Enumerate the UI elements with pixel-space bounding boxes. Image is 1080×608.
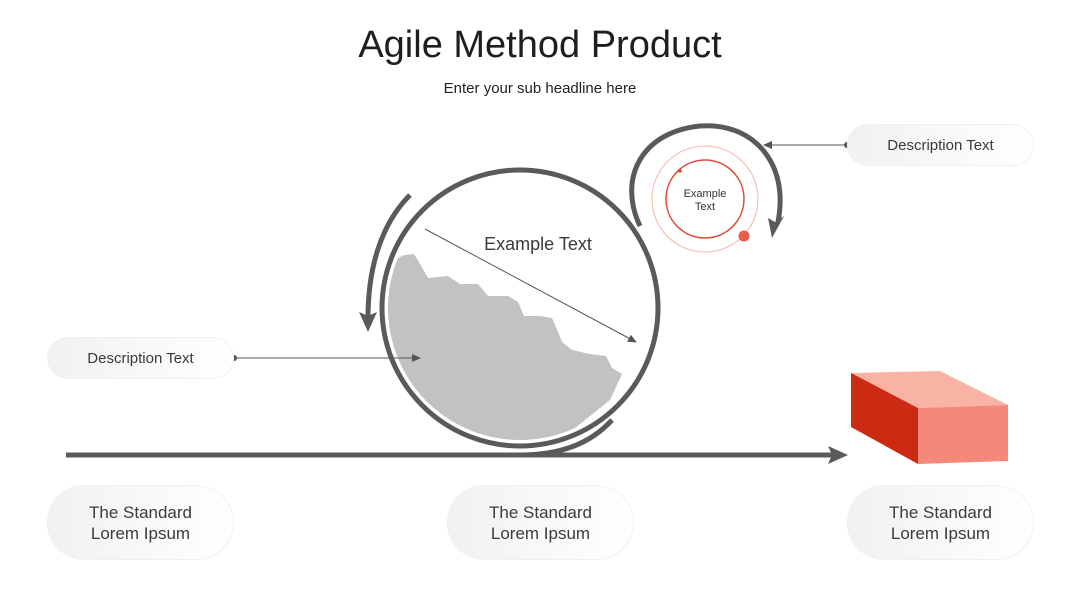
big-circle-tangent	[519, 418, 614, 458]
bottom-label-3-line1: The Standard	[888, 502, 992, 522]
brick-icon	[851, 371, 1008, 464]
rock-shape	[388, 254, 622, 440]
small-circle-label-line1: Example	[684, 188, 727, 200]
bottom-label-3: The Standard Lorem Ipsum	[847, 485, 1034, 560]
small-circle-label-line2: Text	[695, 201, 715, 213]
bottom-label-3-line2: Lorem Ipsum	[890, 523, 991, 543]
big-circle-label: Example Text	[484, 234, 592, 254]
small-outer-ring	[651, 145, 759, 253]
bottom-label-2-line2: Lorem Ipsum	[490, 523, 591, 543]
big-circle-arrowhead	[359, 312, 377, 332]
accent-dot	[738, 230, 750, 242]
small-circle-curved-arrow	[629, 123, 783, 228]
description-left-text: Description Text	[87, 349, 194, 367]
timeline-arrowhead	[828, 446, 848, 464]
small-inner-ring	[665, 159, 745, 239]
bottom-label-2-line1: The Standard	[488, 502, 592, 522]
bottom-label-2: The Standard Lorem Ipsum	[447, 485, 634, 560]
page-subtitle: Enter your sub headline here	[443, 80, 637, 97]
big-circle	[379, 167, 661, 449]
page-title: Agile Method Product	[358, 24, 722, 66]
big-circle-curved-arrow	[365, 193, 412, 319]
description-left: Description Text	[47, 337, 234, 379]
bottom-label-1-line1: The Standard	[88, 502, 192, 522]
bottom-label-1-line2: Lorem Ipsum	[90, 523, 191, 543]
bottom-label-1: The Standard Lorem Ipsum	[47, 485, 234, 560]
description-right: Description Text	[847, 124, 1034, 166]
diagonal-arrow	[424, 228, 637, 343]
small-inner-dot	[678, 169, 682, 173]
description-right-text: Description Text	[887, 136, 994, 154]
small-circle-arrowhead	[768, 216, 784, 238]
